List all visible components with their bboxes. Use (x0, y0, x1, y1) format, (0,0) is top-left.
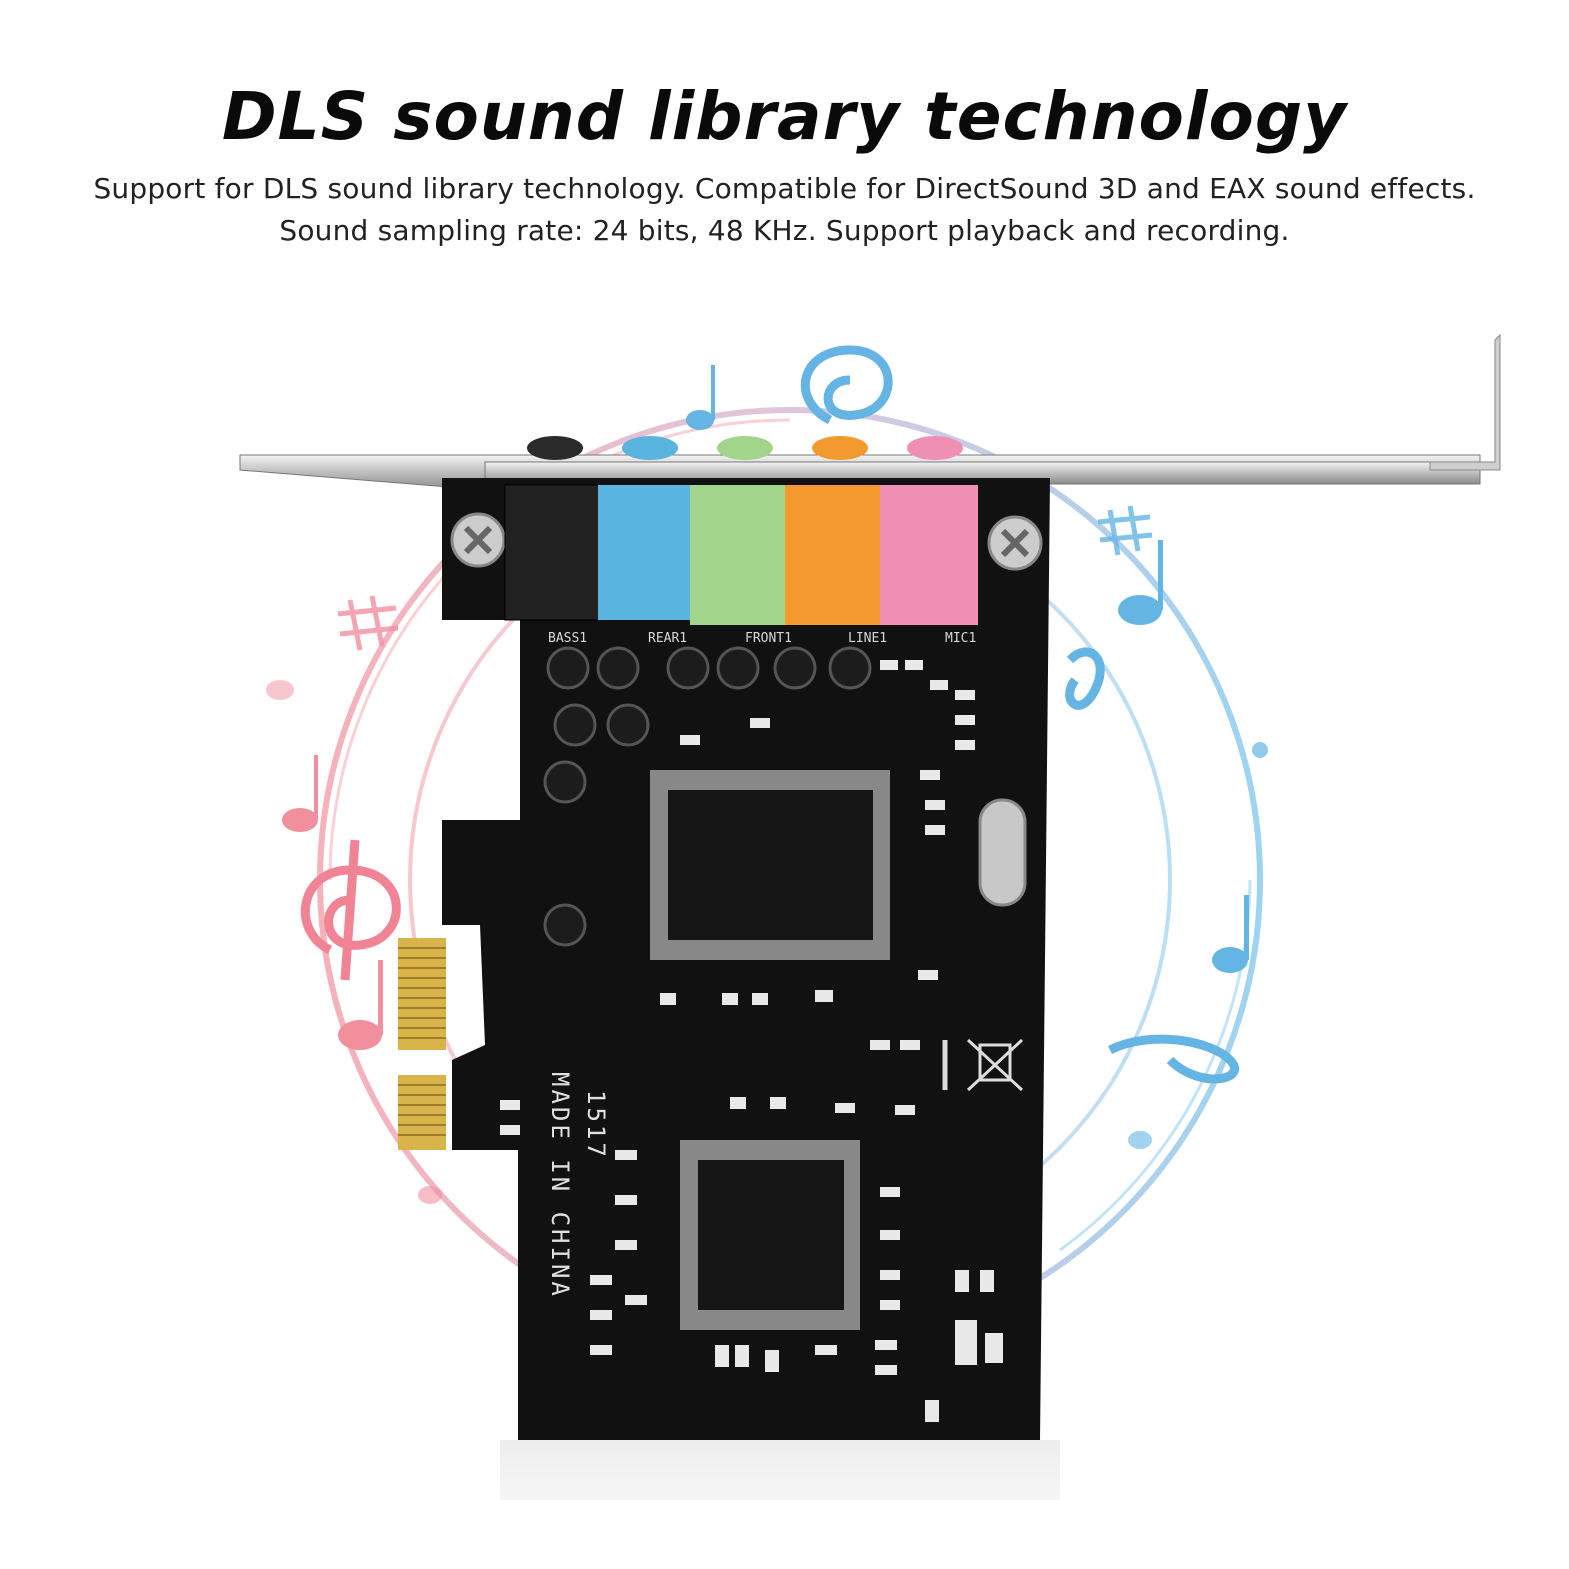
jack-label-front: FRONT1 (745, 631, 792, 646)
audio-jacks (504, 436, 978, 625)
description-line-1: Support for DLS sound library technology… (93, 172, 1476, 205)
jack-label-bass: BASS1 (548, 631, 587, 646)
music-note-icon (266, 680, 442, 1204)
jack-label-line: LINE1 (848, 631, 887, 646)
treble-clef-icon (300, 839, 401, 981)
screw-icon (450, 512, 1043, 571)
treble-clef-icon (800, 345, 1239, 1084)
jack-label-rear: REAR1 (648, 631, 687, 646)
pcie-gold-fingers (398, 938, 446, 1150)
made-in-china-marking: MADE IN CHINA (546, 1072, 574, 1299)
jack-label-mic: MIC1 (945, 631, 976, 646)
music-note-icon (686, 365, 1268, 1149)
board-code-marking: 1517 (582, 1090, 610, 1160)
weee-bin-icon (942, 1038, 1024, 1092)
product-illustration: BASS1 REAR1 FRONT1 LINE1 MIC1 (0, 333, 1569, 1569)
page-title: DLS sound library technology (221, 78, 1348, 155)
sound-card-pcb: BASS1 REAR1 FRONT1 LINE1 MIC1 (398, 436, 1050, 1440)
audio-chip-u1 (650, 770, 890, 960)
sharp-icon (1097, 505, 1153, 556)
capacitors (543, 646, 872, 947)
crystal-oscillator (978, 798, 1027, 907)
description-line-2: Sound sampling rate: 24 bits, 48 KHz. Su… (279, 214, 1290, 247)
sharp-icon (337, 595, 399, 651)
controller-chip-u2 (680, 1140, 860, 1330)
